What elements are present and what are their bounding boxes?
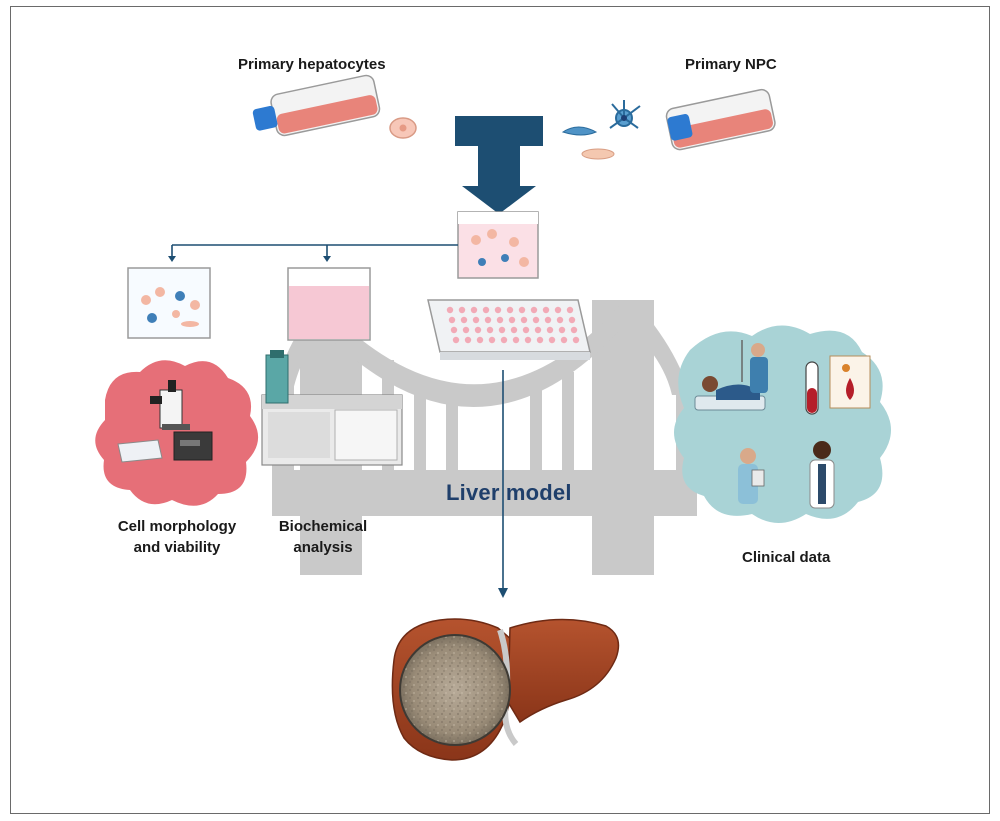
primary-npc-label: Primary NPC [685,56,777,73]
npc-cells-icon [561,100,641,160]
clinical-data-label: Clinical data [742,549,831,566]
primary-hepatocytes-label: Primary hepatocytes [238,56,386,73]
distribution-arrows [168,244,508,598]
well-plate [427,299,591,360]
liver-left-lobe [507,618,620,724]
blood-test-icon [805,355,871,415]
hepatocyte-flask [252,74,381,137]
doctor-icon [738,448,765,504]
medium-beaker [287,267,371,341]
physician-icon [809,441,835,509]
biochemical-analysis-label-line2: analysis [293,539,353,556]
combine-arrow [455,116,543,214]
cell-morphology-label: Cell morphology and viability [102,516,252,558]
bridge-deck [272,470,697,516]
liver-illustration [391,618,620,761]
cell-morphology-blob [95,360,259,506]
biochemical-analyzer [261,350,403,466]
biochemical-analysis-label: Biochemical analysis [268,516,378,558]
cell-morphology-label-line2: and viability [133,539,221,556]
bridge-main-cable [330,305,620,408]
clinical-data-blob [674,325,891,523]
bridge-right-cable [640,325,690,395]
coculture-beaker [457,211,539,279]
nurse-icon [741,340,768,393]
cell-morphology-label-line1: Cell morphology [117,518,237,535]
culture-beaker-left [127,267,211,339]
npc-flask [665,88,776,151]
liver-model-title: Liver model [446,480,572,505]
biochemical-analysis-label-line1: Biochemical [278,518,368,535]
hepatocyte-cell-icon [389,117,417,139]
patient-bed-icon [694,376,766,411]
microscope-icon [150,380,190,430]
